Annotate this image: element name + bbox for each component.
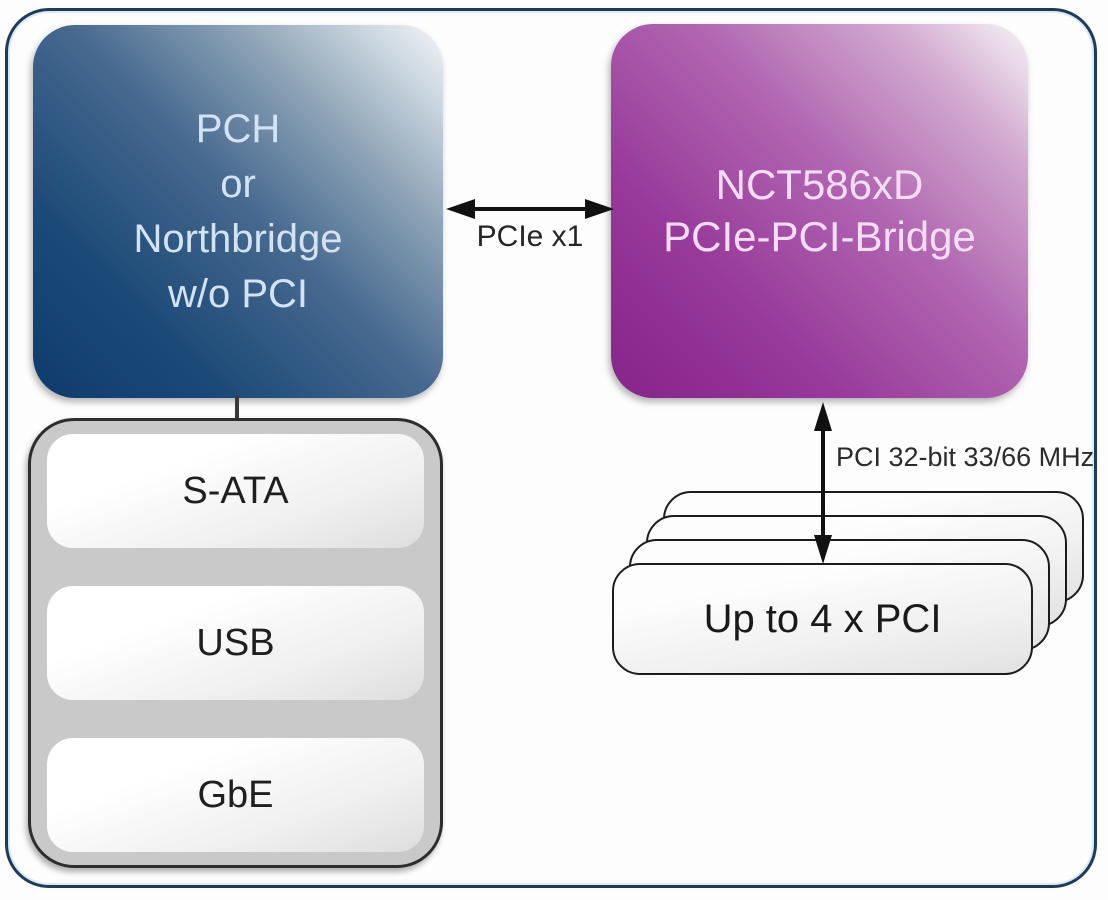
io-block-sata-label: S-ATA (182, 469, 289, 512)
pch-line-3: Northbridge (133, 216, 343, 261)
pcie-link-label: PCIe x1 (476, 220, 584, 253)
io-block-gbe: GbE (47, 738, 424, 852)
nct586xd-bridge-block: NCT586xD PCIe-PCI-Bridge (611, 24, 1028, 398)
io-block-usb-label: USB (196, 621, 275, 664)
double-arrow-horizontal-icon (446, 199, 614, 219)
pch-line-2: or (220, 161, 256, 206)
pci-slot-card-front: Up to 4 x PCI (612, 563, 1033, 675)
bridge-block-label: NCT586xD PCIe-PCI-Bridge (663, 159, 976, 263)
pch-block-label: PCH or Northbridge w/o PCI (133, 102, 342, 322)
diagram-frame (5, 8, 1097, 888)
pch-line-4: w/o PCI (167, 271, 309, 316)
double-arrow-vertical-icon (814, 402, 832, 564)
pch-northbridge-block: PCH or Northbridge w/o PCI (33, 25, 443, 398)
pci-slots-label: Up to 4 x PCI (703, 596, 942, 641)
io-block-usb: USB (47, 586, 424, 700)
io-block-container: S-ATA USB GbE (28, 418, 443, 868)
pch-io-connector-line (235, 396, 239, 436)
io-block-sata: S-ATA (47, 434, 424, 548)
bridge-line-2: PCIe-PCI-Bridge (663, 213, 976, 260)
io-block-gbe-label: GbE (197, 773, 274, 816)
bridge-line-1: NCT586xD (715, 161, 924, 208)
pch-line-1: PCH (195, 106, 281, 151)
pci-bus-label: PCI 32-bit 33/66 MHz (836, 442, 1095, 472)
